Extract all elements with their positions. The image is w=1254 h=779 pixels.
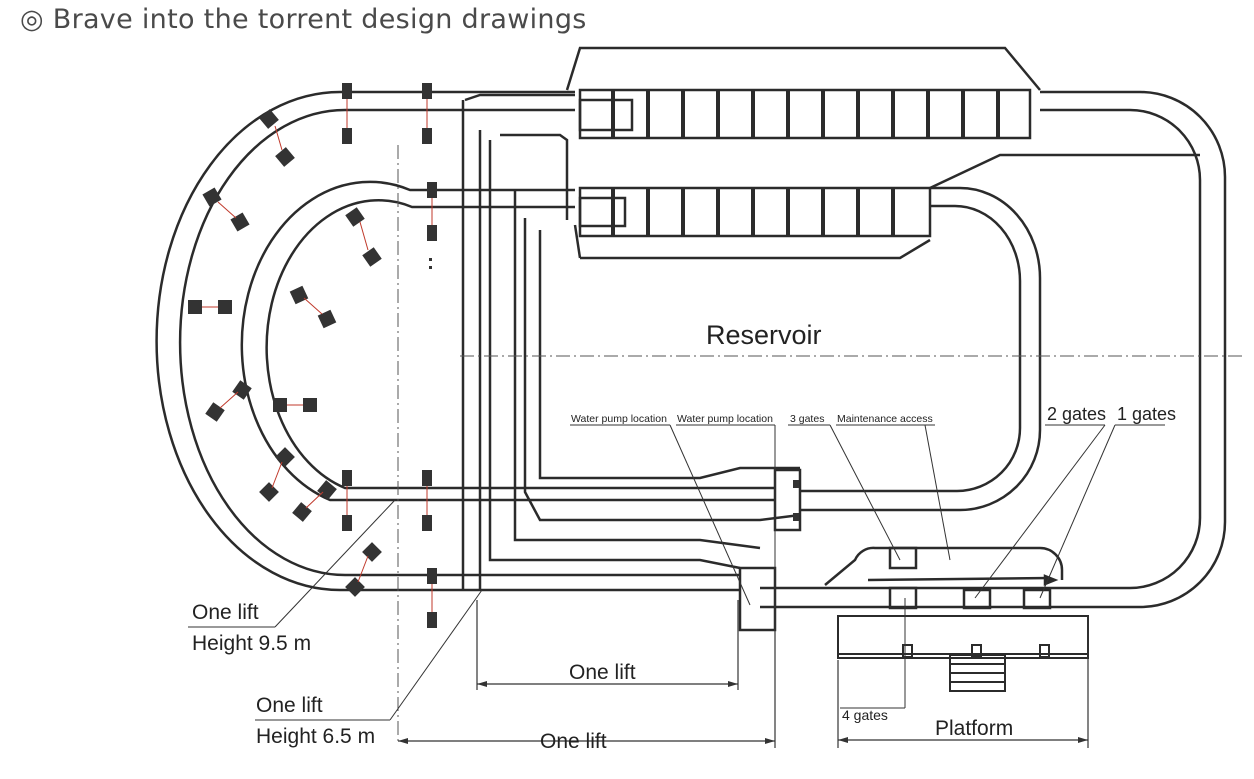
leader-lines (188, 424, 1165, 721)
gate-area (824, 546, 1064, 610)
four-gates-label: 4 gates (842, 707, 888, 723)
upper-station (578, 88, 1032, 140)
water-pump-label-2: Water pump location (677, 413, 773, 425)
lift-b-height: Height 6.5 m (256, 725, 375, 748)
lower-station (578, 186, 932, 238)
dimension-arrows (398, 681, 1088, 744)
maintenance-access-label: Maintenance access (837, 413, 933, 425)
lift-b-name: One lift (256, 694, 323, 717)
red-tie-lines (202, 99, 433, 612)
platform-label: Platform (935, 717, 1013, 740)
dimension-lines (398, 600, 1089, 748)
reservoir-boundary (461, 46, 1200, 590)
one-gates-label: 1 gates (1117, 404, 1176, 424)
outer-channel (155, 90, 1227, 609)
lift-a-name: One lift (192, 601, 259, 624)
water-pump-label-1: Water pump location (571, 413, 667, 425)
centre-lines (397, 145, 1245, 745)
platform (837, 615, 1089, 692)
reservoir-label: Reservoir (706, 320, 822, 350)
lift-c-label: One lift (569, 661, 636, 684)
inner-channel (240, 180, 1042, 512)
lift-d-label: One lift (540, 730, 607, 753)
support-blocks (188, 83, 799, 628)
two-gates-label: 2 gates (1047, 404, 1106, 424)
page-title: ◎ Brave into the torrent design drawings (20, 4, 587, 35)
three-gates-label: 3 gates (790, 413, 824, 425)
lift-a-height: Height 9.5 m (192, 632, 311, 655)
